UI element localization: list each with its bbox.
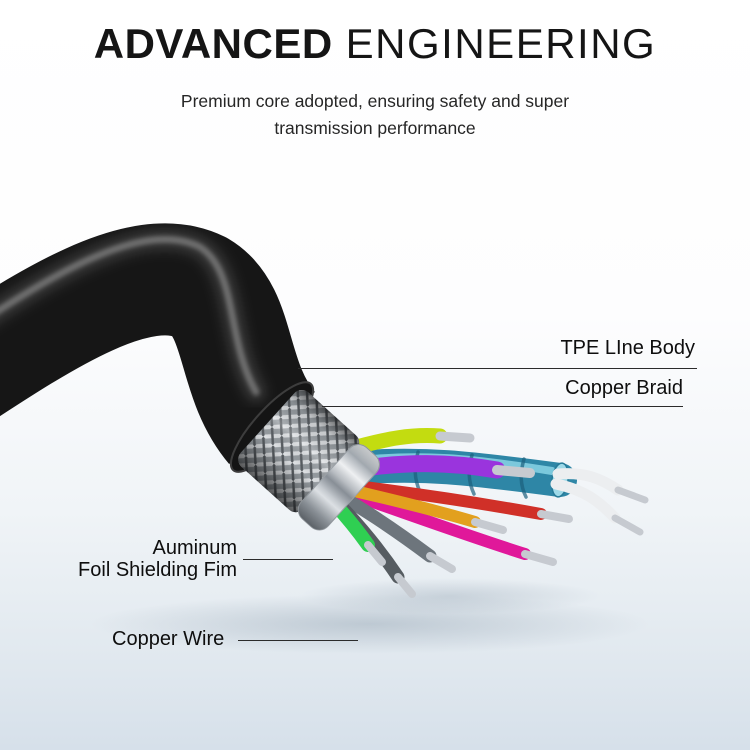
aluminum-foil-shading: [298, 444, 380, 530]
label-copper-braid: Copper Braid: [565, 377, 683, 399]
wire-gray-light: [337, 491, 437, 563]
wire-gray-dark-tip: [394, 573, 416, 598]
wire-white-2: [550, 478, 621, 524]
title-advanced: ADVANCED: [93, 20, 333, 67]
subtitle-line-1: Premium core adopted, ensuring safety an…: [180, 91, 570, 111]
cable-cut-section: [229, 381, 380, 531]
leader-line-tpe: [298, 368, 697, 369]
wire-orange-tip: [471, 518, 507, 534]
wire-orange: [344, 484, 481, 528]
leader-line-copper-braid: [322, 406, 683, 407]
wire-green-tip: [364, 541, 386, 566]
title-engineering: ENGINEERING: [345, 20, 657, 67]
wire-white-1: [552, 468, 624, 496]
wire-shadow: [300, 578, 600, 614]
label-copper-wire: Copper Wire: [112, 628, 225, 650]
wire-white-2-tip: [611, 514, 644, 536]
leader-line-copper-wire: [238, 640, 358, 641]
label-tpe-line-body: TPE LIne Body: [560, 337, 695, 359]
page-title: ADVANCED ENGINEERING: [0, 20, 750, 68]
copper-braid-shading: [238, 389, 360, 513]
wire-magenta-tip: [521, 550, 557, 566]
inner-wires: [326, 428, 649, 598]
wire-purple-tip: [492, 465, 535, 478]
wire-magenta: [344, 488, 531, 560]
wire-red: [350, 480, 547, 520]
wire-yellow-green-tip: [435, 431, 475, 443]
leader-line-aluminum-foil: [243, 559, 333, 560]
subtitle: Premium core adopted, ensuring safety an…: [0, 88, 750, 142]
label-aluminum-foil: Auminum Foil Shielding Fim: [78, 537, 237, 581]
wire-teal-wrap-tick: [519, 457, 528, 499]
subtitle-line-2: transmission performance: [274, 118, 476, 138]
wire-red-tip: [537, 510, 573, 523]
wire-white-1-tip: [614, 486, 649, 504]
cable-highlight-sharp: [0, 235, 260, 396]
wire-gray-light-tip: [426, 552, 456, 573]
label-aluminum-foil-line-1: Auminum: [152, 537, 237, 559]
label-aluminum-foil-line-2: Foil Shielding Fim: [78, 559, 237, 581]
